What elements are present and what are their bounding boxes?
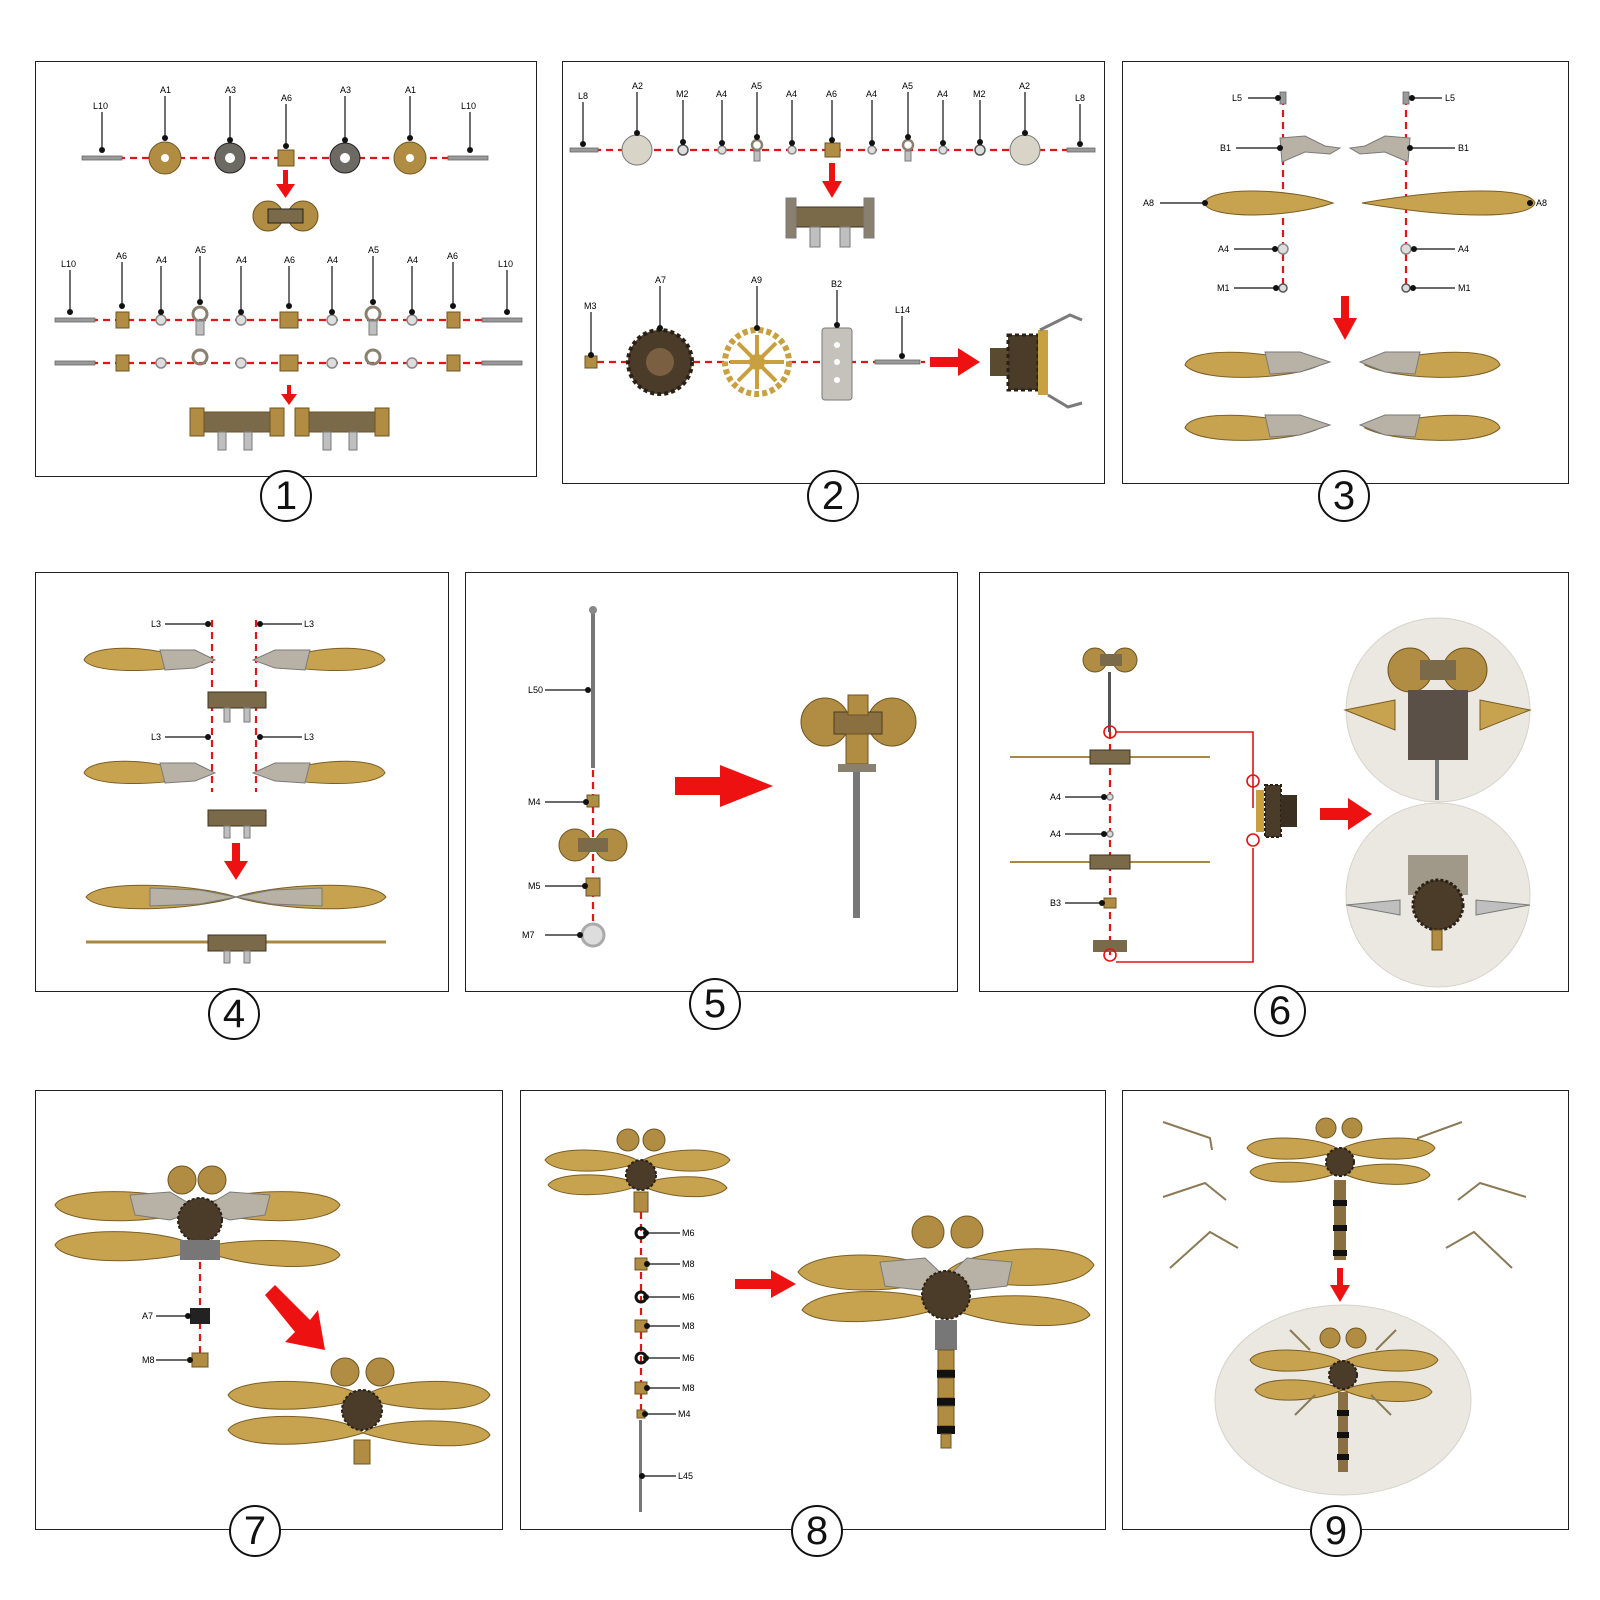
- part-label: L50: [528, 685, 544, 695]
- part-label: L10: [498, 259, 514, 269]
- part-label: L8: [1075, 93, 1086, 103]
- part-label: A6: [447, 251, 459, 261]
- part-label: M5: [528, 881, 541, 891]
- part-label: A7: [655, 275, 667, 285]
- part-label: A9: [751, 275, 763, 285]
- part-label: M4: [528, 797, 541, 807]
- part-label: B1: [1220, 143, 1232, 153]
- part-label: A6: [284, 255, 296, 265]
- part-label: L3: [151, 619, 162, 629]
- step-number-6: 6: [1254, 985, 1306, 1037]
- part-label: M8: [682, 1383, 695, 1393]
- step-number-4: 4: [208, 988, 260, 1040]
- part-label: A1: [405, 85, 417, 95]
- panel-step-6: [979, 572, 1569, 992]
- part-label: A3: [225, 85, 237, 95]
- part-label: L5: [1445, 93, 1456, 103]
- part-label: A7: [142, 1311, 154, 1321]
- step-number-9: 9: [1310, 1505, 1362, 1557]
- part-label: A4: [1050, 792, 1062, 802]
- part-label: A4: [407, 255, 419, 265]
- step-number-5: 5: [689, 978, 741, 1030]
- part-label: L3: [151, 732, 162, 742]
- panel-step-4: [35, 572, 449, 992]
- part-label: A4: [716, 89, 728, 99]
- part-label: L10: [461, 101, 477, 111]
- part-label: A5: [751, 81, 763, 91]
- part-label: B3: [1050, 898, 1062, 908]
- part-label: L45: [678, 1471, 694, 1481]
- part-label: L3: [304, 732, 315, 742]
- part-label: A8: [1143, 198, 1155, 208]
- part-label: A4: [156, 255, 168, 265]
- panel-step-1: [35, 61, 537, 477]
- part-label: A2: [1019, 81, 1031, 91]
- part-label: A4: [327, 255, 339, 265]
- part-label: M1: [1458, 283, 1471, 293]
- part-label: A6: [281, 93, 293, 103]
- part-label: L10: [93, 101, 109, 111]
- part-label: L5: [1232, 93, 1243, 103]
- part-label: B2: [831, 279, 843, 289]
- step-number-1: 1: [260, 470, 312, 522]
- part-label: A6: [116, 251, 128, 261]
- panel-step-3: [1122, 61, 1569, 484]
- part-label: M7: [522, 930, 535, 940]
- part-label: A4: [786, 89, 798, 99]
- part-label: A4: [866, 89, 878, 99]
- panel-step-9: [1122, 1090, 1569, 1530]
- panel-step-7: [35, 1090, 503, 1530]
- step-number-2: 2: [807, 470, 859, 522]
- step-number-7: 7: [229, 1505, 281, 1557]
- panel-step-2: [562, 61, 1105, 484]
- part-label: B1: [1458, 143, 1470, 153]
- part-label: A8: [1536, 198, 1548, 208]
- part-label: A5: [902, 81, 914, 91]
- part-label: M8: [682, 1259, 695, 1269]
- part-label: L3: [304, 619, 315, 629]
- part-label: A4: [236, 255, 248, 265]
- part-label: A1: [160, 85, 172, 95]
- part-label: M6: [682, 1353, 695, 1363]
- part-label: A6: [826, 89, 838, 99]
- part-label: M8: [142, 1355, 155, 1365]
- part-label: M2: [973, 89, 986, 99]
- panel-step-5: [465, 572, 958, 992]
- part-label: M6: [682, 1228, 695, 1238]
- part-label: M4: [678, 1409, 691, 1419]
- part-label: L10: [61, 259, 77, 269]
- part-label: A3: [340, 85, 352, 95]
- part-label: M3: [584, 301, 597, 311]
- part-label: M6: [682, 1292, 695, 1302]
- part-label: A5: [368, 245, 380, 255]
- step-number-3: 3: [1318, 470, 1370, 522]
- part-label: A5: [195, 245, 207, 255]
- panel-step-8: [520, 1090, 1106, 1530]
- part-label: M8: [682, 1321, 695, 1331]
- part-label: M2: [676, 89, 689, 99]
- part-label: M1: [1217, 283, 1230, 293]
- part-label: L14: [895, 305, 911, 315]
- part-label: A4: [1458, 244, 1470, 254]
- part-label: A4: [1050, 829, 1062, 839]
- part-label: L8: [578, 91, 589, 101]
- step-number-8: 8: [791, 1505, 843, 1557]
- part-label: A2: [632, 81, 644, 91]
- part-label: A4: [937, 89, 949, 99]
- part-label: A4: [1218, 244, 1230, 254]
